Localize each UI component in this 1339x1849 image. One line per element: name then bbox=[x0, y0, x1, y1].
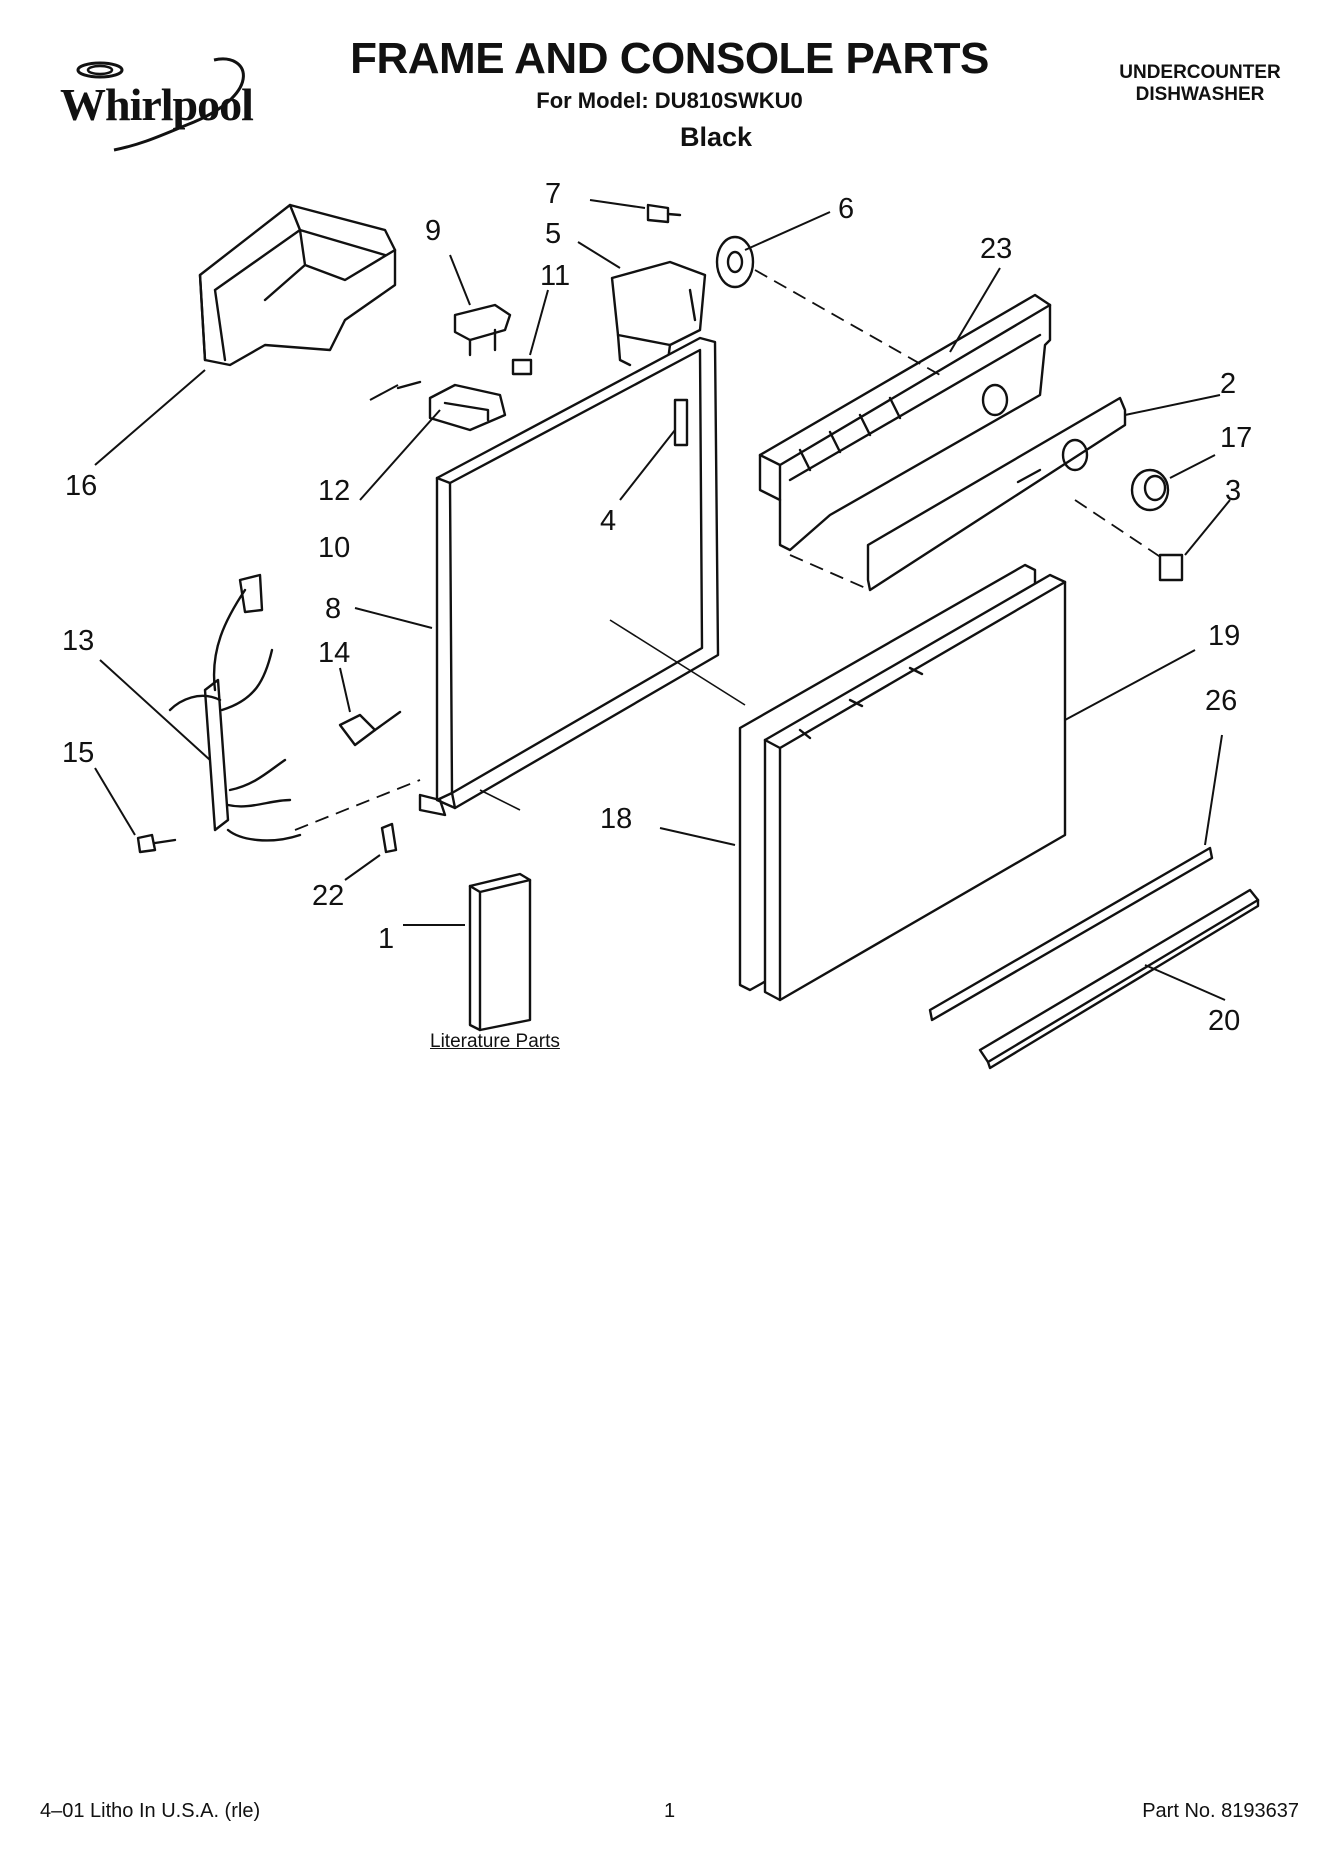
callout-11: 11 bbox=[540, 260, 570, 292]
part-7-screw bbox=[646, 203, 682, 224]
part-1-literature bbox=[468, 872, 532, 1032]
callout-7: 7 bbox=[545, 178, 561, 210]
brand-logo-text: Whirlpool bbox=[60, 79, 254, 130]
part-8-frame bbox=[418, 336, 720, 817]
appliance-category: UNDERCOUNTER DISHWASHER bbox=[1100, 62, 1300, 106]
callout-22: 22 bbox=[312, 880, 344, 912]
part-17-knob bbox=[1130, 468, 1170, 512]
callout-13: 13 bbox=[62, 625, 94, 657]
part-12-pin bbox=[396, 380, 422, 390]
part-19-door-outer bbox=[763, 573, 1067, 1002]
model-line: For Model: DU810SWKU0 bbox=[536, 88, 803, 113]
part-number: Part No. 8193637 bbox=[1142, 1800, 1299, 1822]
category-line-2: DISHWASHER bbox=[1135, 84, 1265, 105]
category-line-1: UNDERCOUNTER bbox=[1119, 62, 1281, 83]
part-16-cover bbox=[198, 203, 397, 367]
callout-23: 23 bbox=[980, 233, 1012, 265]
page-number: 1 bbox=[663, 1800, 676, 1822]
exploded-parts-diagram: 7 6 9 5 11 23 2 17 3 16 12 10 4 8 13 14 … bbox=[62, 178, 1260, 1070]
callout-16: 16 bbox=[65, 470, 97, 502]
callout-2: 2 bbox=[1220, 368, 1236, 400]
callout-18: 18 bbox=[600, 803, 632, 835]
part-13-wire-harness bbox=[168, 573, 302, 842]
callout-3: 3 bbox=[1225, 475, 1241, 507]
callout-numbers: 7 6 9 5 11 23 2 17 3 16 12 10 4 8 13 14 … bbox=[62, 178, 1252, 1037]
part-9-switch bbox=[453, 303, 512, 357]
part-11-clip bbox=[511, 358, 533, 376]
part-10-bracket bbox=[428, 383, 507, 432]
callout-26: 26 bbox=[1205, 685, 1237, 717]
callout-19: 19 bbox=[1208, 620, 1240, 652]
part-3-cap bbox=[1158, 553, 1184, 582]
callout-12: 12 bbox=[318, 475, 350, 507]
part-2-panel bbox=[866, 396, 1127, 592]
callout-1: 1 bbox=[378, 923, 394, 955]
page-title: FRAME AND CONSOLE PARTS bbox=[350, 34, 989, 83]
color-label: Black bbox=[680, 122, 753, 152]
part-5-control-module bbox=[610, 260, 707, 367]
callout-9: 9 bbox=[425, 215, 441, 247]
footer-print-info: 4–01 Litho In U.S.A. (rle) bbox=[40, 1800, 261, 1822]
part-22-clip bbox=[380, 822, 398, 854]
callout-8: 8 bbox=[325, 593, 341, 625]
part-20-trim-strip bbox=[978, 888, 1260, 1070]
callout-14: 14 bbox=[318, 637, 350, 669]
callout-leader-lines bbox=[94, 199, 1231, 1001]
part-14-switch bbox=[338, 710, 402, 747]
callout-17: 17 bbox=[1220, 422, 1252, 454]
callout-20: 20 bbox=[1208, 1005, 1240, 1037]
callout-10: 10 bbox=[318, 532, 350, 564]
part-6-wheel bbox=[715, 235, 755, 289]
callout-6: 6 bbox=[838, 193, 854, 225]
literature-parts-label: Literature Parts bbox=[430, 1031, 560, 1052]
callout-5: 5 bbox=[545, 218, 561, 250]
whirlpool-logo bbox=[76, 57, 245, 152]
part-15-screw bbox=[136, 833, 177, 854]
part-23-console bbox=[758, 293, 1052, 552]
callout-4: 4 bbox=[600, 505, 616, 537]
part-26-trim-strip bbox=[928, 846, 1214, 1022]
callout-15: 15 bbox=[62, 737, 94, 769]
assembly-guide-lines bbox=[294, 269, 1166, 831]
